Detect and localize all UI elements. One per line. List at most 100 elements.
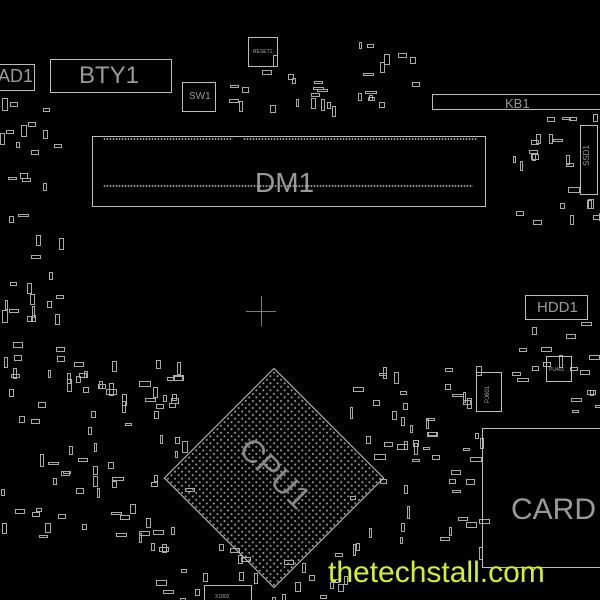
smd-component[interactable] — [579, 369, 590, 376]
smd-component[interactable] — [444, 383, 452, 390]
smd-component[interactable] — [119, 514, 131, 520]
smd-component[interactable] — [111, 361, 118, 372]
component-pj601[interactable]: PJ601 — [476, 372, 502, 412]
smd-component[interactable] — [567, 187, 580, 193]
smd-component[interactable] — [364, 91, 377, 95]
smd-component[interactable] — [541, 347, 553, 352]
smd-component[interactable] — [470, 457, 482, 463]
smd-component[interactable] — [403, 440, 408, 451]
smd-component[interactable] — [411, 458, 420, 462]
smd-component[interactable] — [320, 99, 326, 112]
component-bty1[interactable]: BTY1 — [50, 59, 172, 93]
smd-component[interactable] — [319, 594, 327, 600]
smd-component[interactable] — [163, 590, 175, 595]
smd-component[interactable] — [175, 437, 181, 445]
smd-component[interactable] — [162, 395, 167, 402]
component-pu401[interactable]: PU401 — [546, 356, 572, 382]
smd-component[interactable] — [230, 84, 239, 89]
smd-component[interactable] — [53, 144, 62, 148]
smd-component[interactable] — [18, 213, 29, 218]
smd-component[interactable] — [0, 133, 6, 146]
smd-component[interactable] — [238, 555, 244, 565]
smd-component[interactable] — [586, 390, 596, 396]
smd-component[interactable] — [445, 368, 453, 372]
smd-component[interactable] — [57, 514, 66, 519]
smd-component[interactable] — [359, 41, 363, 50]
smd-component[interactable] — [533, 219, 543, 225]
smd-component[interactable] — [343, 576, 348, 586]
smd-component[interactable] — [350, 407, 354, 419]
smd-component[interactable] — [92, 475, 98, 488]
smd-component[interactable] — [47, 370, 52, 379]
smd-component[interactable] — [38, 401, 47, 408]
smd-component[interactable] — [287, 74, 294, 81]
component-reset1[interactable]: RESET1 — [248, 37, 278, 67]
smd-component[interactable] — [56, 355, 65, 362]
smd-component[interactable] — [27, 283, 32, 294]
smd-component[interactable] — [588, 354, 600, 361]
smd-component[interactable] — [229, 99, 240, 103]
smd-component[interactable] — [295, 99, 299, 107]
smd-component[interactable] — [43, 183, 47, 191]
smd-component[interactable] — [271, 596, 276, 600]
smd-component[interactable] — [295, 582, 301, 592]
smd-component[interactable] — [410, 425, 414, 433]
smd-component[interactable] — [151, 482, 159, 487]
smd-component[interactable] — [403, 403, 408, 411]
smd-component[interactable] — [43, 130, 49, 139]
smd-component[interactable] — [144, 397, 157, 402]
smd-component[interactable] — [73, 361, 85, 368]
smd-component[interactable] — [92, 465, 99, 475]
smd-component[interactable] — [476, 366, 483, 377]
smd-component[interactable] — [170, 527, 176, 535]
smd-component[interactable] — [570, 397, 582, 402]
smd-component[interactable] — [1, 310, 8, 323]
smd-component[interactable] — [379, 373, 387, 377]
smd-component[interactable] — [281, 594, 287, 600]
smd-component[interactable] — [173, 375, 185, 382]
smd-component[interactable] — [130, 504, 136, 515]
smd-component[interactable] — [399, 391, 408, 396]
smd-component[interactable] — [49, 271, 54, 280]
smd-component[interactable] — [176, 362, 181, 375]
smd-component[interactable] — [238, 101, 243, 113]
smd-component[interactable] — [401, 417, 406, 427]
smd-component[interactable] — [373, 453, 386, 460]
smd-component[interactable] — [75, 488, 84, 494]
smd-component[interactable] — [88, 427, 92, 435]
smd-component[interactable] — [519, 161, 524, 171]
smd-component[interactable] — [155, 360, 162, 370]
smd-component[interactable] — [109, 383, 114, 396]
smd-component[interactable] — [69, 445, 74, 456]
smd-component[interactable] — [7, 176, 17, 180]
smd-component[interactable] — [553, 138, 564, 142]
smd-component[interactable] — [238, 572, 245, 581]
smd-component[interactable] — [559, 354, 564, 368]
smd-component[interactable] — [595, 404, 600, 408]
smd-component[interactable] — [0, 489, 5, 497]
smd-component[interactable] — [46, 301, 53, 308]
smd-component[interactable] — [83, 371, 88, 378]
smd-component[interactable] — [428, 431, 437, 436]
smd-component[interactable] — [38, 534, 48, 538]
smd-component[interactable] — [115, 532, 128, 538]
smd-component[interactable] — [58, 238, 64, 251]
smd-component[interactable] — [5, 129, 14, 135]
smd-component[interactable] — [151, 542, 156, 552]
smd-component[interactable] — [431, 455, 441, 460]
smd-component[interactable] — [54, 314, 61, 325]
smd-component[interactable] — [413, 439, 419, 448]
smd-component[interactable] — [465, 479, 475, 485]
smd-component[interactable] — [13, 342, 24, 348]
smd-component[interactable] — [517, 378, 530, 383]
smd-component[interactable] — [30, 150, 39, 156]
smd-component[interactable] — [547, 117, 556, 122]
smd-component[interactable] — [316, 88, 328, 93]
smd-component[interactable] — [43, 108, 51, 113]
smd-component[interactable] — [10, 281, 17, 287]
smd-component[interactable] — [352, 387, 365, 392]
smd-component[interactable] — [13, 368, 18, 379]
smd-component[interactable] — [21, 124, 28, 137]
smd-component[interactable] — [403, 484, 409, 495]
smd-component[interactable] — [570, 366, 578, 371]
